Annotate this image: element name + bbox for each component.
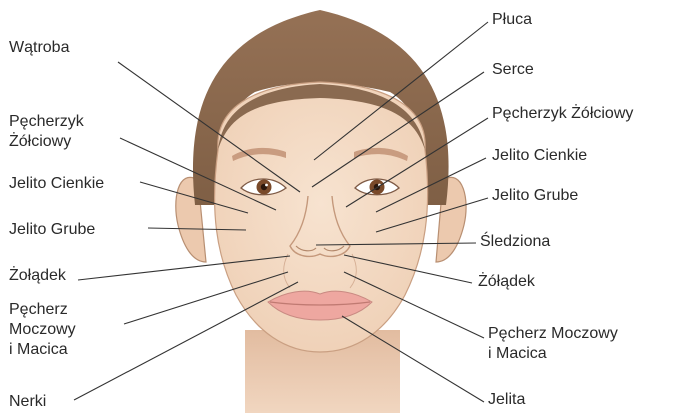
label-pecherz-right-line1: Pęcherz Moczowy <box>488 324 618 344</box>
label-zoladek-left: Żołądek <box>9 266 66 286</box>
label-pecherzyk-zolciowy-right: Pęcherzyk Żółciowy <box>492 104 633 124</box>
label-jelita-text: Jelita <box>488 390 525 410</box>
label-pecherz-line2: Moczowy <box>9 320 76 340</box>
label-sledziona-text: Śledziona <box>480 232 550 252</box>
label-serce-text: Serce <box>492 60 534 80</box>
label-serce: Serce <box>492 60 534 80</box>
label-zoladek-right-text: Żółądek <box>478 272 535 292</box>
label-pluca-text: Płuca <box>492 10 532 30</box>
label-watroba: Wątroba <box>9 38 69 58</box>
label-pecherzyk-line1: Pęcherzyk <box>9 112 84 132</box>
label-pecherzyk-line2: Żółciowy <box>9 132 84 152</box>
label-jelito-grube-right: Jelito Grube <box>492 186 578 206</box>
label-jelito-cienkie-right: Jelito Cienkie <box>492 146 587 166</box>
label-jelito-cienkie-right-text: Jelito Cienkie <box>492 146 587 166</box>
label-pecherzyk-right-text: Pęcherzyk Żółciowy <box>492 104 633 124</box>
label-pluca: Płuca <box>492 10 532 30</box>
label-jelito-cienkie-left-text: Jelito Cienkie <box>9 174 104 194</box>
label-jelito-grube-left-text: Jelito Grube <box>9 220 95 240</box>
label-watroba-text: Wątroba <box>9 38 69 58</box>
label-pecherz-moczowy-right: Pęcherz Moczowy i Macica <box>488 324 618 364</box>
label-zoladek-right: Żółądek <box>478 272 535 292</box>
label-pecherz-right-line2: i Macica <box>488 344 618 364</box>
label-zoladek-left-text: Żołądek <box>9 266 66 286</box>
label-jelita: Jelita <box>488 390 525 410</box>
label-jelito-grube-left: Jelito Grube <box>9 220 95 240</box>
label-pecherz-moczowy-left: Pęcherz Moczowy i Macica <box>9 300 76 360</box>
label-pecherz-line3: i Macica <box>9 340 76 360</box>
label-nerki: Nerki <box>9 392 46 412</box>
label-pecherz-line1: Pęcherz <box>9 300 76 320</box>
label-jelito-cienkie-left: Jelito Cienkie <box>9 174 104 194</box>
label-nerki-text: Nerki <box>9 392 46 412</box>
label-sledziona: Śledziona <box>480 232 550 252</box>
label-pecherzyk-zolciowy-left: Pęcherzyk Żółciowy <box>9 112 84 152</box>
label-jelito-grube-right-text: Jelito Grube <box>492 186 578 206</box>
